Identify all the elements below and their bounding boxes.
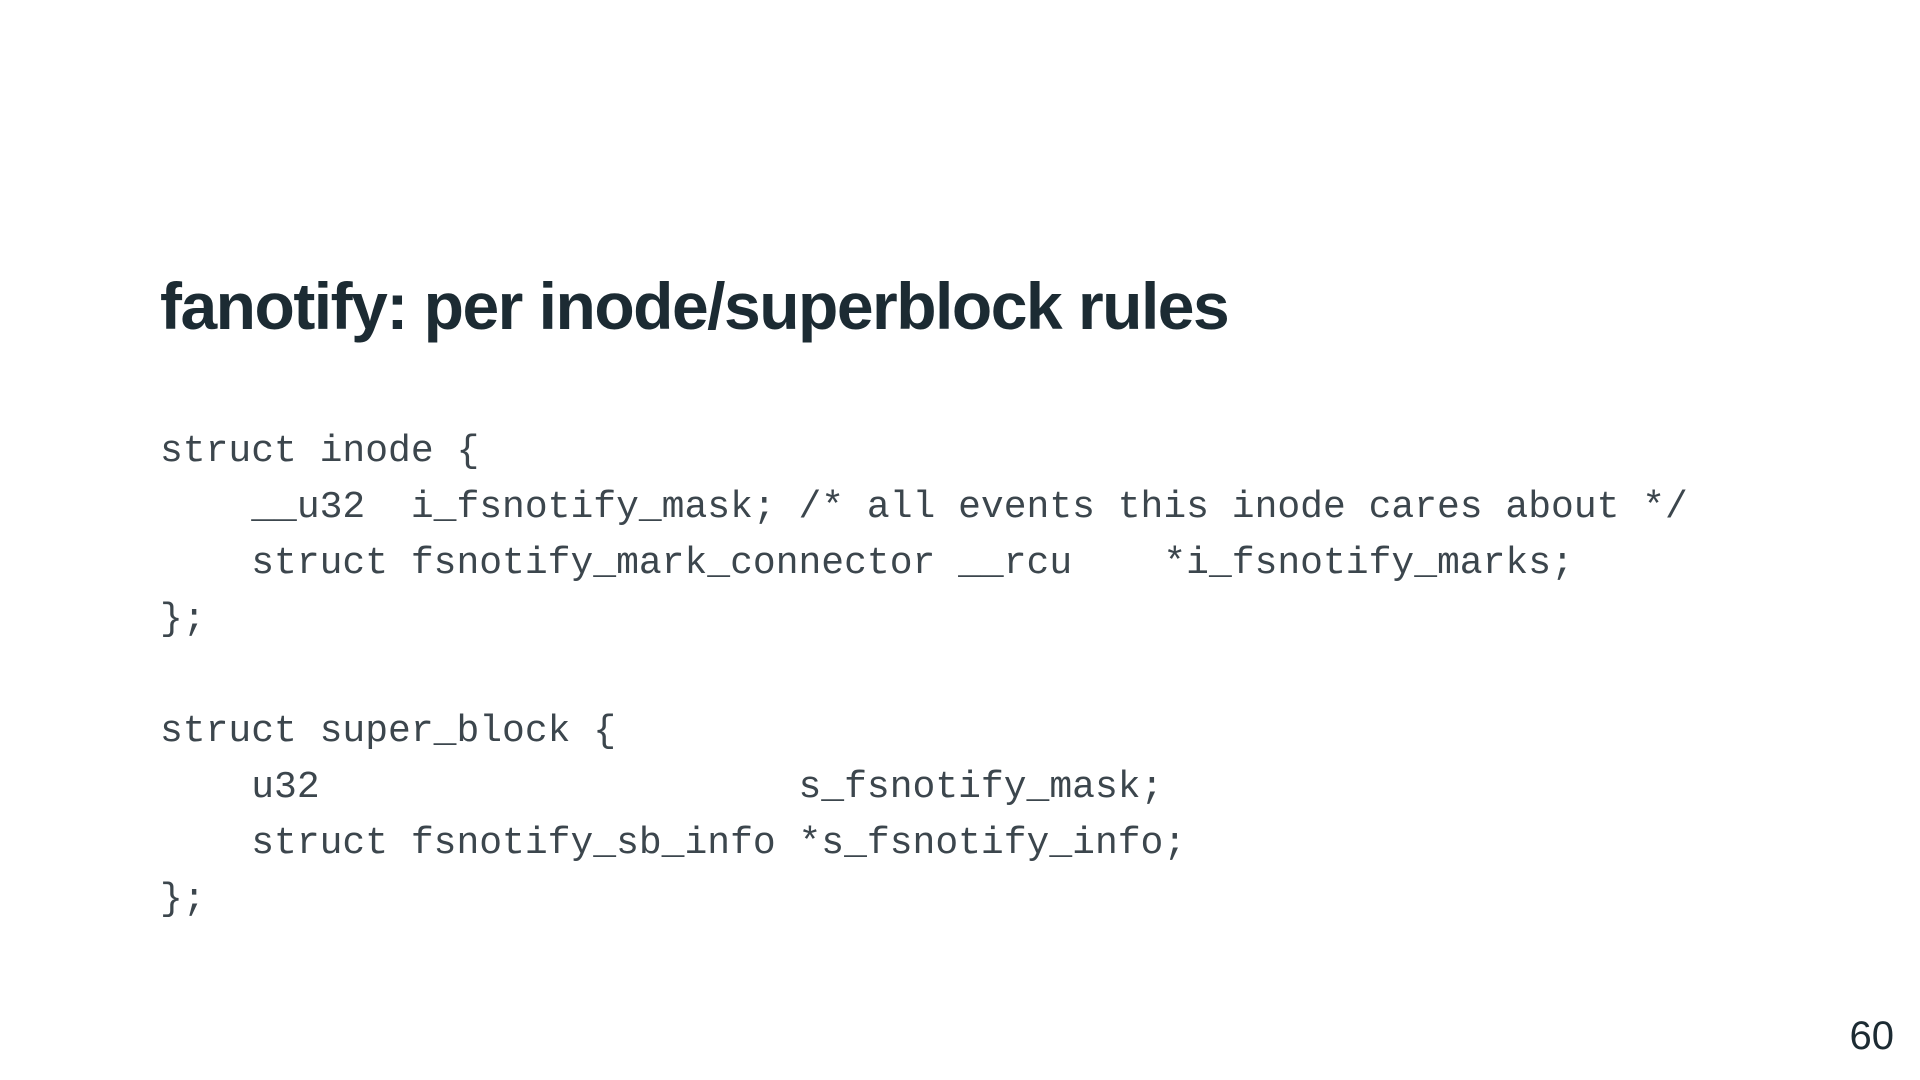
code-line: struct super_block { (160, 710, 617, 753)
code-line: }; (160, 598, 206, 641)
code-line: u32 s_fsnotify_mask; (160, 766, 1164, 809)
code-line: struct fsnotify_sb_info *s_fsnotify_info… (160, 822, 1187, 865)
code-block: struct inode { __u32 i_fsnotify_mask; /*… (160, 424, 1688, 928)
code-line: struct inode { (160, 430, 480, 473)
page-number: 60 (1849, 1014, 1895, 1058)
slide-title: fanotify: per inode/superblock rules (160, 269, 1230, 343)
code-line (160, 648, 1688, 704)
code-line: __u32 i_fsnotify_mask; /* all events thi… (160, 486, 1688, 529)
code-line: }; (160, 878, 206, 921)
code-line: struct fsnotify_mark_connector __rcu *i_… (160, 542, 1574, 585)
